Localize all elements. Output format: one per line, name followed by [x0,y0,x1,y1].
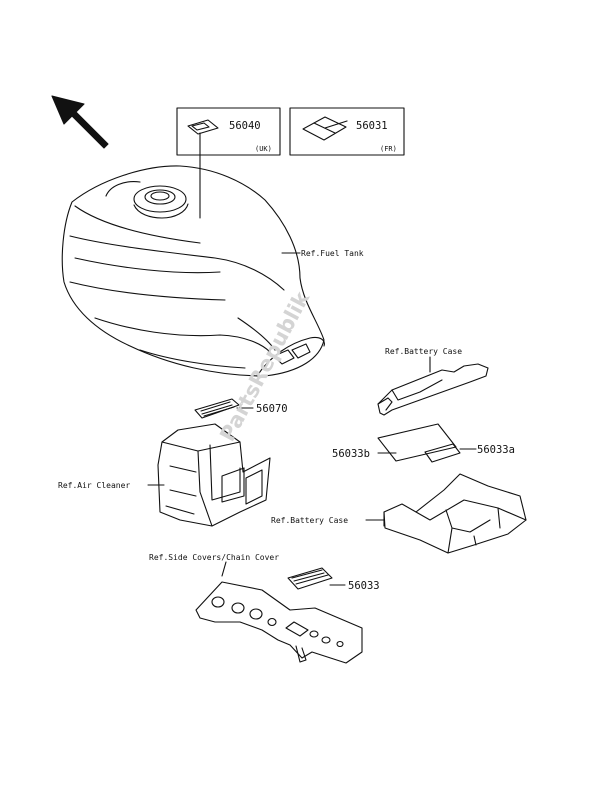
ref-side-covers-chain-cover: Ref.Side Covers/Chain Cover [149,553,279,562]
label-box-fr [289,107,405,156]
ref-battery-case-top: Ref.Battery Case [385,347,462,356]
battery-case-bottom [383,473,527,554]
ref-fuel-tank: Ref.Fuel Tank [301,249,364,258]
callout-56070: 56070 [256,403,288,415]
callout-56033a: 56033a [477,444,515,456]
decal-56031-icon [302,116,348,141]
side-cover-chain-cover [195,581,363,664]
decal-56033b [377,423,457,462]
decal-56033 [287,567,333,590]
callout-56033: 56033 [348,580,380,592]
front-direction-arrow-icon [51,95,109,149]
decal-56040-icon [187,119,219,135]
fuel-tank [61,165,325,377]
decal-56033a [424,443,461,463]
ref-air-cleaner: Ref.Air Cleaner [58,481,130,490]
label-box-uk [176,107,281,156]
callout-56040: 56040 [229,120,261,132]
air-cleaner [157,423,271,527]
ref-battery-case-bottom: Ref.Battery Case [271,516,348,525]
battery-case-top [377,363,489,416]
callout-56033b: 56033b [332,448,370,460]
watermark: PartsRepublik [215,287,314,445]
callout-56031-region: (FR) [380,145,397,153]
callout-56040-region: (UK) [255,145,272,153]
callout-56031: 56031 [356,120,388,132]
decal-56070 [194,398,240,419]
